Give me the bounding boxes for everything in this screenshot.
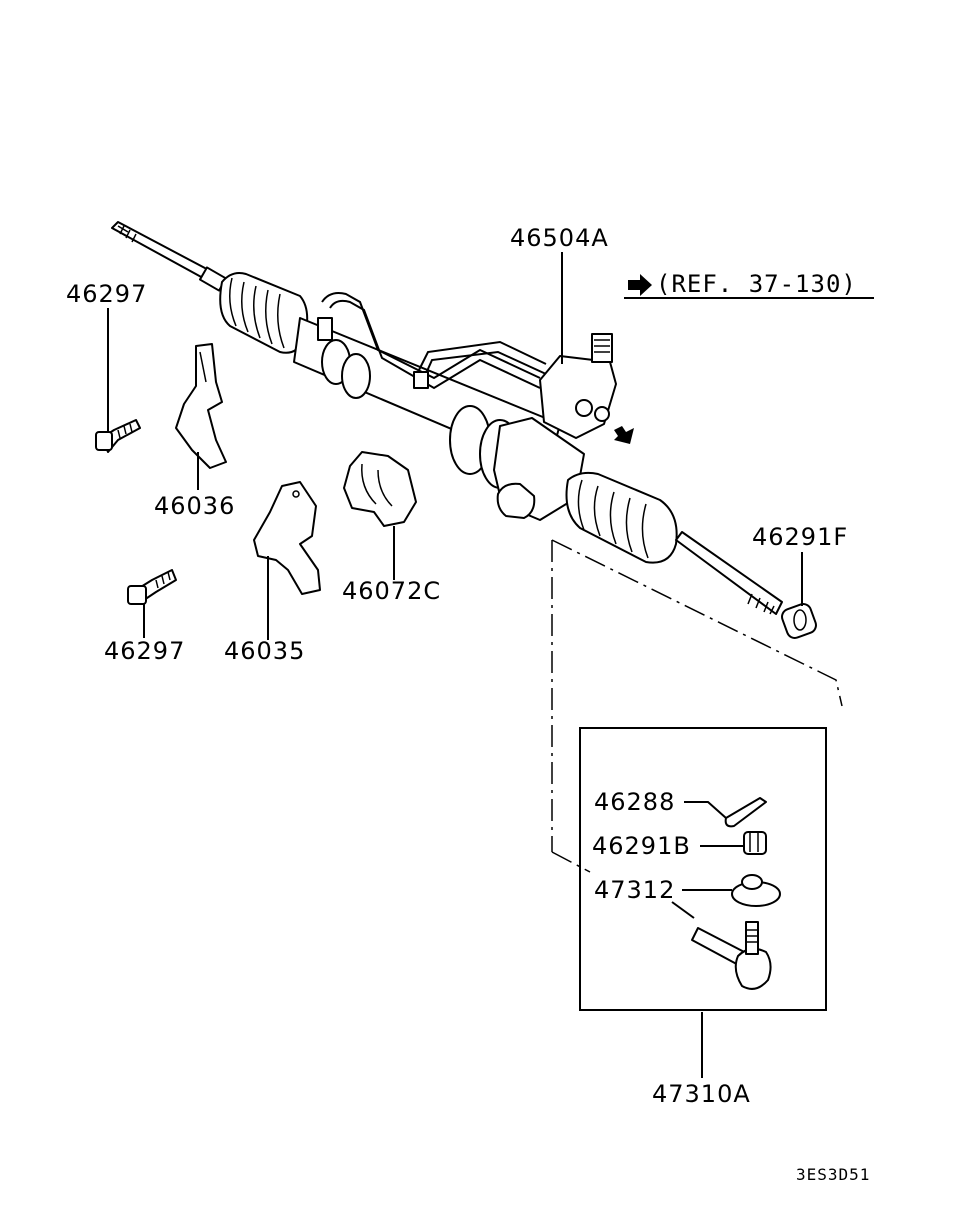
arrow-down-right-icon xyxy=(614,426,634,444)
reference-note: (REF. 37-130) xyxy=(656,270,857,298)
label-46288: 46288 xyxy=(594,788,675,816)
assembly-dashed-path xyxy=(551,539,843,873)
pinion-valve-housing xyxy=(539,333,617,439)
label-47312: 47312 xyxy=(594,876,675,904)
diagram-code: 3ES3D51 xyxy=(796,1165,870,1184)
dust-boot-47312 xyxy=(731,874,781,907)
bushing-46072C xyxy=(343,451,417,527)
bolt-46297-bottom xyxy=(127,569,177,605)
label-46035: 46035 xyxy=(224,637,305,665)
arrow-right-icon xyxy=(628,274,652,296)
label-46297-bottom: 46297 xyxy=(104,637,185,665)
hydraulic-pipes xyxy=(321,292,547,390)
label-46504A: 46504A xyxy=(510,224,609,252)
left-tie-rod xyxy=(111,221,228,292)
nut-46291F xyxy=(781,603,817,639)
label-46297-top: 46297 xyxy=(66,280,147,308)
right-tie-rod xyxy=(675,531,783,615)
steering-rack-assembly xyxy=(111,221,783,615)
tie-rod-end-47310A xyxy=(691,921,772,990)
left-rack-boot xyxy=(219,272,309,354)
tie-rod-end-kit-box xyxy=(579,727,827,1011)
rack-mount-housing xyxy=(493,417,585,521)
label-47310A: 47310A xyxy=(652,1080,751,1108)
right-rack-boot xyxy=(565,471,678,564)
castle-nut-46291B xyxy=(743,831,767,855)
clamp-46036 xyxy=(175,343,227,469)
label-46291B: 46291B xyxy=(592,832,691,860)
label-46291F: 46291F xyxy=(752,523,848,551)
label-46072C: 46072C xyxy=(342,577,441,605)
label-46036: 46036 xyxy=(154,492,235,520)
cotter-pin-46288 xyxy=(724,797,767,828)
leader-lines xyxy=(107,252,874,1078)
bolt-46297-top xyxy=(95,419,141,453)
clamp-46035 xyxy=(253,481,321,595)
